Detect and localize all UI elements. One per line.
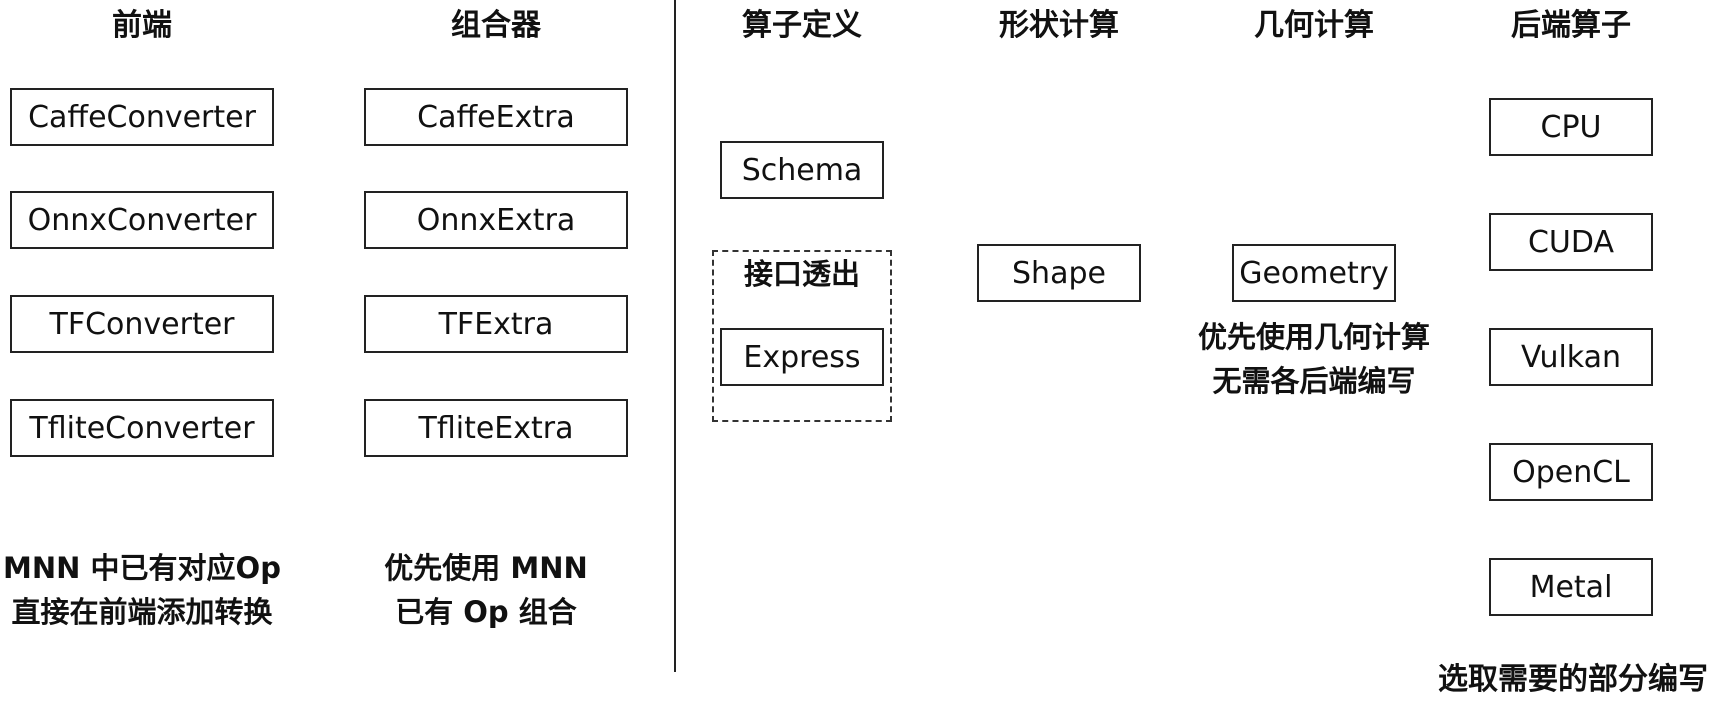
- geometry-note: 优先使用几何计算 无需各后端编写: [1198, 315, 1430, 403]
- frontend-note-line-1: MNN 中已有对应Op: [3, 551, 281, 585]
- heading-combiner: 组合器: [451, 8, 541, 43]
- cuda-backend-box: CUDA: [1489, 213, 1653, 271]
- cpu-backend-box: CPU: [1489, 98, 1653, 156]
- caffe-extra-box: CaffeExtra: [364, 88, 628, 146]
- schema-box: Schema: [720, 141, 884, 199]
- shape-box: Shape: [977, 244, 1141, 302]
- heading-op-definition: 算子定义: [742, 8, 862, 43]
- metal-backend-box: Metal: [1489, 558, 1653, 616]
- interface-exposure-group: [712, 250, 892, 422]
- tf-extra-box: TFExtra: [364, 295, 628, 353]
- backend-note: 选取需要的部分编写: [1438, 662, 1708, 697]
- vulkan-backend-box: Vulkan: [1489, 328, 1653, 386]
- combiner-note: 优先使用 MNN 已有 Op 组合: [384, 546, 588, 634]
- heading-shape-calculation: 形状计算: [999, 8, 1119, 43]
- tflite-extra-box: TfliteExtra: [364, 399, 628, 457]
- tf-converter-box: TFConverter: [10, 295, 274, 353]
- heading-frontend: 前端: [112, 8, 172, 43]
- tflite-converter-box: TfliteConverter: [10, 399, 274, 457]
- heading-backend-operators: 后端算子: [1511, 8, 1631, 43]
- frontend-note-line-2: 直接在前端添加转换: [11, 595, 273, 629]
- combiner-note-line-1: 优先使用 MNN: [384, 551, 588, 585]
- interface-exposure-label: 接口透出: [743, 257, 861, 291]
- combiner-note-line-2: 已有 Op 组合: [395, 595, 577, 629]
- express-box: Express: [720, 328, 884, 386]
- frontend-note: MNN 中已有对应Op 直接在前端添加转换: [3, 546, 281, 634]
- geometry-note-line-1: 优先使用几何计算: [1197, 320, 1431, 354]
- opencl-backend-box: OpenCL: [1489, 443, 1653, 501]
- onnx-extra-box: OnnxExtra: [364, 191, 628, 249]
- geometry-note-line-2: 无需各后端编写: [1212, 364, 1416, 398]
- onnx-converter-box: OnnxConverter: [10, 191, 274, 249]
- caffe-converter-box: CaffeConverter: [10, 88, 274, 146]
- section-divider: [674, 0, 676, 672]
- geometry-box: Geometry: [1232, 244, 1396, 302]
- heading-geometry-calculation: 几何计算: [1254, 8, 1374, 43]
